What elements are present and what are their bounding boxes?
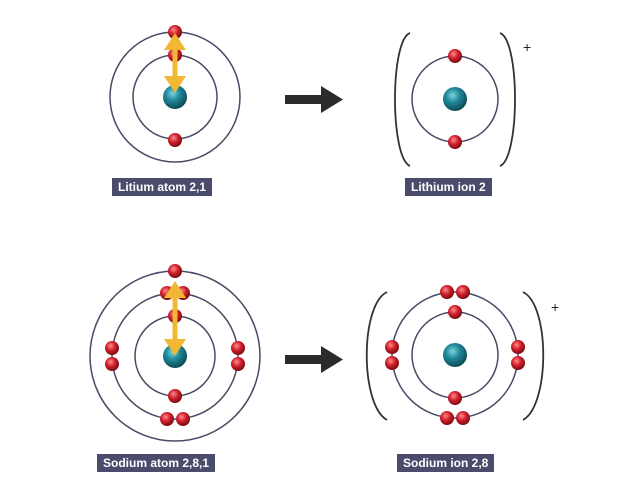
left-bracket [365, 291, 388, 421]
electron [448, 49, 462, 63]
sodium-ion-charge: + [551, 299, 560, 315]
electron [511, 340, 525, 354]
electron [176, 412, 190, 426]
left-bracket [394, 32, 411, 167]
lithium-ion [394, 32, 516, 167]
nucleus [163, 85, 187, 109]
electron [448, 391, 462, 405]
electron [231, 341, 245, 355]
orbit-2 [391, 291, 519, 419]
electron [231, 357, 245, 371]
nucleus [443, 343, 467, 367]
electron [168, 133, 182, 147]
electron [385, 356, 399, 370]
electron [448, 305, 462, 319]
lithium-ion-label: Lithium ion 2 [405, 178, 492, 196]
electron [456, 285, 470, 299]
sodium-atom [89, 264, 261, 442]
electron [168, 389, 182, 403]
electron-transfer-arrow-icon [164, 281, 186, 356]
right-bracket [522, 291, 545, 421]
sodium-atom-label: Sodium atom 2,8,1 [97, 454, 216, 472]
lithium-atom [109, 25, 241, 163]
electron [511, 356, 525, 370]
sodium-ion [365, 285, 545, 425]
electron [160, 412, 174, 426]
electron [168, 264, 182, 278]
sodium-ion-label: Sodium ion 2,8 [397, 454, 495, 472]
electron [456, 411, 470, 425]
electron [105, 357, 119, 371]
reaction-arrow-icon [285, 346, 343, 373]
lithium-ion-charge: + [523, 39, 532, 55]
right-bracket [499, 32, 516, 167]
electron [440, 285, 454, 299]
electron [168, 25, 182, 39]
reaction-arrow-icon [285, 86, 343, 113]
electron-transfer-arrow-icon [164, 33, 186, 93]
electron [385, 340, 399, 354]
electron [448, 135, 462, 149]
nucleus [443, 87, 467, 111]
electron [105, 341, 119, 355]
lithium-atom-label: Litium atom 2,1 [112, 178, 213, 196]
electron [440, 411, 454, 425]
